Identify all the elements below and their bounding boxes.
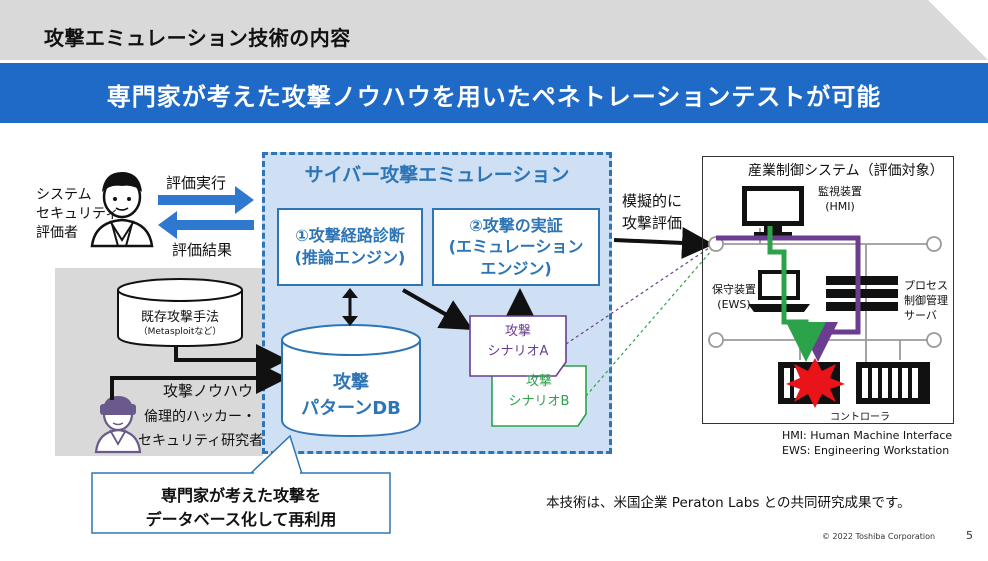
scenario-a-label: 攻撃 シナリオA (470, 322, 566, 362)
eval-exec-arrow (158, 186, 254, 214)
security-researcher-label: セキュリティ研究者 (138, 433, 264, 449)
ews-line1: 保守装置 (712, 283, 756, 296)
scenario-a-path (565, 245, 713, 345)
scenario-b-doc (491, 365, 587, 427)
ethical-hacker-label: 倫理的ハッカー・ (144, 409, 256, 425)
scenario-a-doc (469, 315, 567, 377)
evaluator-line3: 評価者 (36, 225, 78, 241)
title-band (0, 0, 988, 60)
existing-methods-label: 既存攻撃手法 (140, 310, 219, 325)
ics-title: 産業制御システム（評価対象） (748, 163, 944, 179)
attack-pattern-db (281, 324, 421, 438)
hmi-label: 監視装置 (HMI) (818, 184, 862, 214)
scenario-a-line1: 攻撃 (504, 324, 531, 339)
controller-label: コントローラ (830, 412, 890, 423)
network-node-4 (926, 332, 942, 348)
mock-eval-line2: 攻撃評価 (622, 214, 683, 232)
mock-eval-arrow (613, 226, 714, 259)
knowhow-to-db-arrow (110, 362, 288, 400)
green-attack-path (767, 226, 826, 362)
callout-line1: 専門家が考えた攻撃を (160, 486, 321, 505)
mock-eval-line1: 模擬的に (622, 192, 683, 210)
existing-methods-sub: （Metasploitなど） (138, 327, 222, 337)
process-server-icon (826, 276, 898, 311)
title-corner-cut (928, 0, 988, 60)
controller-compromised-icon (778, 358, 845, 408)
network-node-2 (926, 236, 942, 252)
copyright: © 2022 Toshiba Corporation (822, 532, 936, 541)
page-title: 攻撃エミュレーション技術の内容 (44, 26, 351, 50)
process-line1: プロセス (904, 279, 948, 292)
ews-line2: (EWS) (717, 298, 751, 311)
headline-text: 専門家が考えた攻撃ノウハウを用いたペネトレーションテストが可能 (106, 83, 882, 111)
process-line3: サーバ (904, 309, 937, 322)
attack-path-diagnosis-box: ①攻撃経路診断 (推論エンジン) (277, 208, 423, 286)
engine2-line2: (エミュレーション (448, 237, 584, 257)
eval-exec-label: 評価実行 (166, 174, 227, 192)
mock-eval-label: 模擬的に 攻撃評価 (622, 190, 682, 234)
attack-knowhow-label: 攻撃ノウハウ (163, 382, 254, 400)
evaluator-line1: システム (36, 187, 92, 203)
ews-laptop-icon (748, 270, 810, 312)
scenario-b-line1: 攻撃 (525, 374, 552, 389)
callout-text: 専門家が考えた攻撃を データベース化して再利用 (96, 484, 386, 532)
scenario-b-path (585, 249, 713, 397)
attack-verification-box: ②攻撃の実証 (エミュレーション エンジン) (432, 208, 600, 286)
attack-pattern-db-label: 攻撃 パターンDB (282, 370, 420, 422)
scenario-a-line2: シナリオA (487, 344, 549, 359)
existing-methods-db (117, 278, 243, 348)
headline-banner (0, 63, 988, 123)
scenario-b-label: 攻撃 シナリオB (492, 372, 586, 412)
page-number: 5 (966, 529, 973, 542)
evaluator-label: システム セキュリティ 評価者 (36, 186, 119, 243)
callout-line2: データベース化して再利用 (145, 510, 337, 529)
hmi-line1: 監視装置 (818, 185, 862, 198)
engine1-line1: ①攻撃経路診断 (295, 226, 405, 246)
collaboration-note: 本技術は、米国企業 Peraton Labs との共同研究成果です。 (546, 495, 911, 511)
hmi-monitor-icon (742, 186, 804, 236)
eval-result-arrow (158, 211, 254, 239)
existing-to-db-arrow (174, 344, 288, 376)
process-line2: 制御管理 (904, 294, 948, 307)
process-server-label: プロセス 制御管理 サーバ (904, 278, 948, 323)
legend-hmi: HMI: Human Machine Interface (782, 429, 953, 442)
emulation-title: サイバー攻撃エミュレーション (304, 164, 570, 186)
eval-result-label: 評価結果 (172, 241, 233, 259)
engine2-line1: ②攻撃の実証 (469, 215, 563, 235)
scenario-b-line2: シナリオB (508, 394, 570, 409)
engine1-line2: (推論エンジン) (294, 248, 406, 267)
network-node-3 (708, 332, 724, 348)
evaluator-line2: セキュリティ (36, 206, 120, 222)
legend-ews: EWS: Engineering Workstation (782, 444, 950, 457)
db-line2: パターンDB (301, 398, 401, 419)
engine2-line3: エンジン) (480, 258, 552, 278)
ics-panel (702, 156, 954, 424)
engine1-to-scenario-arrow (402, 288, 473, 330)
controller-icon (856, 362, 930, 404)
callout-box (91, 472, 391, 534)
ews-label: 保守装置 (EWS) (712, 282, 756, 312)
abbreviation-legend: HMI: Human Machine Interface EWS: Engine… (782, 428, 952, 458)
hmi-line2: (HMI) (825, 200, 855, 213)
ethical-hacker-icon (94, 396, 142, 454)
evaluator-icon (90, 172, 154, 248)
db-line1: 攻撃 (333, 372, 369, 393)
